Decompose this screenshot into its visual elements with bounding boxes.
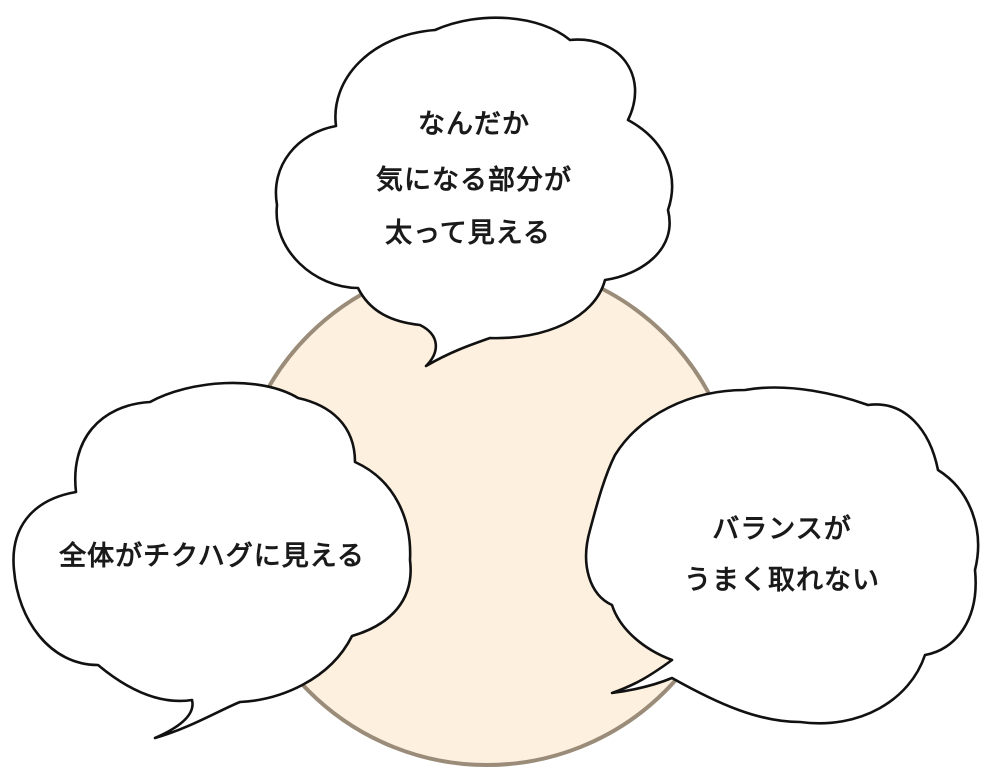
speech-bubble-right: バランスが うまく取れない: [584, 386, 980, 725]
speech-bubble-top-line-3: 太って見える: [385, 218, 551, 249]
speech-bubble-left: 全体がチクハグに見える: [12, 381, 412, 740]
speech-bubble-top: なんだか 気になる部分が 太って見える: [274, 16, 674, 368]
speech-bubble-left-line-1: 全体がチクハグに見える: [58, 540, 365, 572]
speech-bubble-right-shape: [584, 386, 980, 725]
speech-bubble-top-shape: [274, 16, 674, 368]
speech-bubble-top-line-1: なんだか: [418, 109, 530, 140]
speech-bubble-left-shape: [12, 381, 412, 740]
speech-bubble-right-line-1: バランスが: [712, 513, 851, 545]
speech-bubble-right-line-2: うまく取れない: [684, 565, 880, 596]
speech-bubble-top-line-2: 気になる部分が: [376, 164, 572, 196]
